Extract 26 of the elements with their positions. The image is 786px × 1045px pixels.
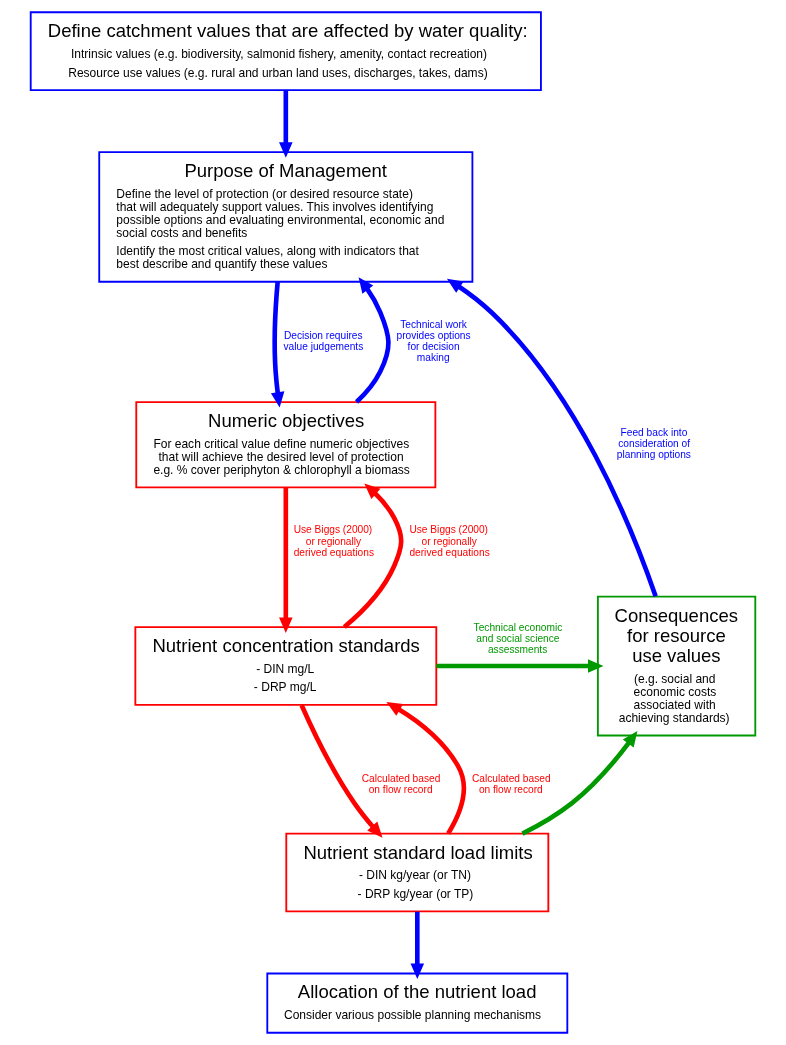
arrow	[386, 702, 467, 835]
node-box: Consequences for resource use values (e.g. social and economic costs associated with achieving standards)	[596, 595, 757, 737]
edge-label: Use Biggs (2000) or regionally derived equations	[293, 524, 374, 558]
node-box: Purpose of Management Define the level of protection (or desired resource state) that will adequately support values. This involves identifying possible options and evaluating environmental, economic and social costs and benefits Identify the most critical values, along with indicators that best describe and quantify these values	[98, 151, 474, 283]
node-box: Allocation of the nutrient load Consider various possible planning mechanisms	[266, 972, 569, 1034]
arrow	[279, 90, 293, 158]
edge-label: Calculated based on flow record	[471, 772, 551, 795]
edge-label: Use Biggs (2000) or regionally derived equations	[409, 524, 490, 558]
arrow	[521, 731, 638, 836]
arrow	[436, 659, 604, 673]
node-box: Define catchment values that are affected by water quality: Intrinsic values (e.g. biodiversity, salmonid fishery, amenity, contact recreation) Resource use values (e.g. rural and urban land uses, discharges, takes, dams)	[29, 11, 542, 91]
edge-label: Feed back into consideration of planning options	[616, 427, 691, 461]
arrow	[354, 277, 391, 404]
edge-label: Technical economic and social science assessments	[473, 621, 563, 655]
arrow	[279, 487, 293, 633]
edge-label: Technical work provides options for decision making	[396, 318, 471, 364]
edge-label: Calculated based on flow record	[361, 772, 441, 795]
arrow	[270, 281, 285, 408]
edge-label: Decision requires value judgements	[283, 329, 364, 353]
node-box: Nutrient standard load limits - DIN kg/year (or TN) - DRP kg/year (or TP)	[285, 832, 550, 913]
arrow	[410, 911, 425, 980]
arrow	[299, 704, 383, 838]
arrow	[342, 483, 404, 629]
arrow	[446, 278, 658, 598]
node-box: Nutrient concentration standards - DIN mg/L - DRP mg/L	[134, 626, 438, 706]
node-box: Numeric objectives For each critical value define numeric objectives that will achieve the desired level of protection e.g. % cover periphyton & chlorophyll a biomass	[135, 401, 437, 489]
